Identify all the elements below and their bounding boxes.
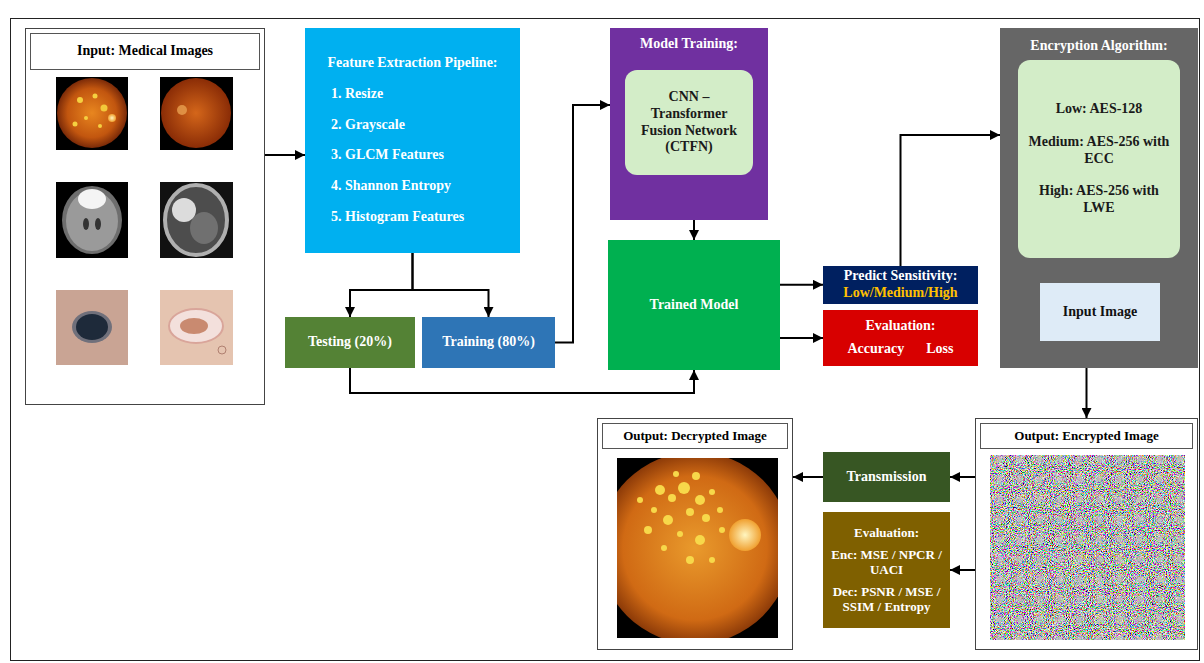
output-panel: Output: Decrypted Image xyxy=(597,418,793,650)
pipeline-box: Feature Extraction Pipeline: 1. Resize 2. … xyxy=(305,28,520,253)
box-heading: CNN – Transformer Fusion Network (CTFN) xyxy=(633,89,745,156)
flow-arrow xyxy=(901,135,1001,266)
input-panel: Input: Medical Images xyxy=(25,28,265,405)
box-text: High: AES-256 with LWE xyxy=(1026,183,1172,217)
skin-lesion-thumbnail xyxy=(56,290,128,365)
training-box: Model Training: CNN – Transformer Fusion … xyxy=(610,28,768,220)
input-image-box: Input Image xyxy=(1040,283,1160,341)
mri-thumbnail xyxy=(160,182,233,258)
box-text: 2. Grayscale xyxy=(331,117,504,134)
trained-model-box: Trained Model xyxy=(608,240,780,370)
flow-arrow xyxy=(350,253,413,317)
retina-thumbnail xyxy=(160,77,233,150)
box-text: Loss xyxy=(926,341,953,358)
box-heading: Output: Encrypted Image xyxy=(980,423,1193,449)
flow-arrow xyxy=(780,337,823,339)
box-heading: Trained Model xyxy=(650,297,739,314)
evaluation-box: Evaluation: Accuracy Loss xyxy=(823,310,978,366)
transmission-box: Transmission xyxy=(823,452,950,502)
box-heading: Input: Medical Images xyxy=(30,33,260,70)
box-text: 5. Histogram Features xyxy=(331,209,504,226)
flow-arrow xyxy=(555,105,610,343)
box-text: Low/Medium/High xyxy=(843,285,957,302)
box-text: 3. GLCM Features xyxy=(331,147,504,164)
box-heading: Feature Extraction Pipeline: xyxy=(321,55,504,72)
encrypted-noise-image xyxy=(990,455,1185,640)
training-split-box: Training (80%) xyxy=(422,317,555,368)
box-text: 1. Resize xyxy=(331,86,504,103)
prediction-box: Predict Sensitivity:Low/Medium/High xyxy=(823,266,978,304)
output-panel: Output: Encrypted Image xyxy=(975,418,1198,650)
mri-thumbnail xyxy=(56,182,128,258)
testing-box: Testing (20%) xyxy=(285,317,415,368)
decrypted-retina-image xyxy=(599,452,791,644)
flow-arrow xyxy=(1086,368,1088,418)
box-heading: Encryption Algorithm: xyxy=(1006,38,1192,55)
box-heading: Training (80%) xyxy=(442,334,535,351)
flow-arrow xyxy=(350,368,694,393)
box-heading: Output: Decrypted Image xyxy=(602,423,788,449)
flow-arrow xyxy=(780,284,823,286)
flow-arrow xyxy=(793,476,823,478)
box-text: Enc: MSE / NPCR / UACI xyxy=(829,547,944,578)
box-text: Medium: AES-256 with ECC xyxy=(1026,134,1172,168)
text-row: Accuracy Loss xyxy=(848,341,954,358)
box-heading: Low: AES-128 xyxy=(1056,101,1143,118)
box-heading: Input Image xyxy=(1063,304,1137,321)
figure-frame xyxy=(11,19,1200,661)
box-heading: Testing (20%) xyxy=(308,334,392,351)
box-text: Dec: PSNR / MSE / SSIM / Entropy xyxy=(829,584,944,615)
evaluation-box: Evaluation: Enc: MSE / NPCR / UACI Dec: PS… xyxy=(823,512,950,628)
algorithm-box: Low: AES-128Medium: AES-256 with ECC High… xyxy=(1018,60,1180,258)
retina-thumbnail xyxy=(56,77,128,150)
box-text: Accuracy xyxy=(848,341,905,358)
box-heading: Evaluation: xyxy=(865,318,935,335)
encryption-panel: Encryption Algorithm: Low: AES-128Medium:… xyxy=(1000,28,1198,368)
box-text: 4. Shannon Entropy xyxy=(331,178,504,195)
flow-arrow xyxy=(950,476,975,478)
flow-arrow xyxy=(950,569,975,571)
flow-arrow xyxy=(413,253,489,317)
skin-lesion-thumbnail xyxy=(160,290,233,365)
flow-arrow xyxy=(265,154,305,156)
flow-arrow xyxy=(693,220,695,240)
box-heading: Transmission xyxy=(847,469,927,486)
box-heading: Predict Sensitivity: xyxy=(844,268,958,285)
box-heading: Evaluation: xyxy=(854,525,919,541)
box-heading: Model Training: xyxy=(616,36,762,53)
model-box: CNN – Transformer Fusion Network (CTFN) xyxy=(625,70,753,175)
